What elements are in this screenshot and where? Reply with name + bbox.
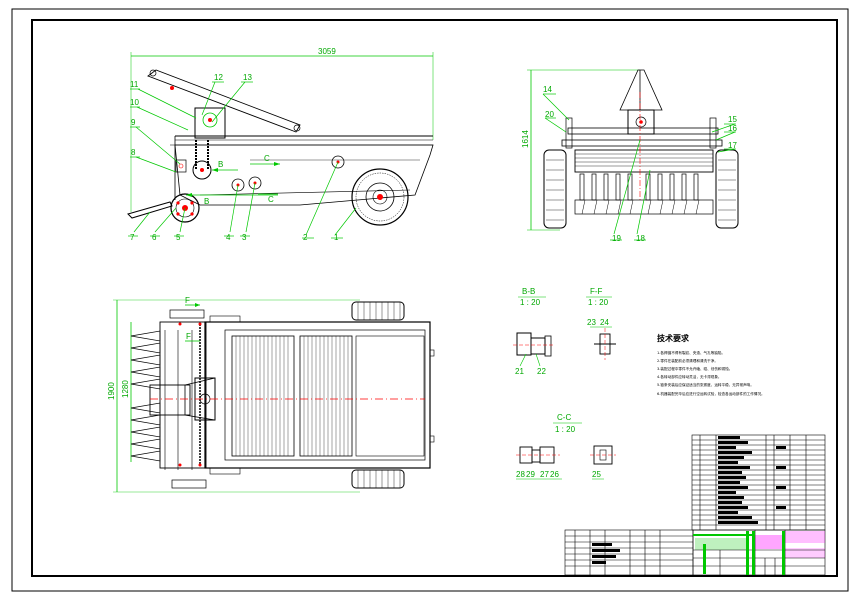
- note-line-6: 6.机器装配完毕后应进行空运转试验，检查各运动部件的工作情况。: [657, 391, 765, 396]
- section-arrow-f-bottom: F: [186, 332, 191, 341]
- part-4: 4: [226, 233, 231, 242]
- dim-width-outer: 1900: [107, 382, 116, 400]
- section-b-b: B-B 1 : 20 21 22: [513, 287, 553, 376]
- section-cc-title: C-C: [557, 413, 571, 422]
- inner-border: [31, 19, 838, 577]
- part-24: 24: [600, 318, 609, 327]
- notes-title: 技术要求: [657, 333, 690, 343]
- part-9: 9: [131, 118, 136, 127]
- part-14: 14: [543, 85, 552, 94]
- part-23: 23: [587, 318, 596, 327]
- section-f-f: F-F 1 : 20 23 24: [586, 287, 616, 360]
- part-20: 20: [545, 110, 554, 119]
- title-block: [692, 529, 826, 576]
- part-26: 26: [550, 470, 559, 479]
- part-15: 15: [728, 115, 737, 124]
- section-c-c: C-C 1 : 20 28 29 27 26 25: [516, 413, 616, 480]
- part-25: 25: [592, 470, 601, 479]
- front-view: 1614: [521, 69, 739, 243]
- section-arrow-b: B: [218, 160, 223, 169]
- top-view: 1900 1280: [107, 296, 435, 493]
- part-1: 1: [334, 233, 339, 242]
- part-3: 3: [242, 233, 247, 242]
- part-8: 8: [131, 148, 136, 157]
- part-13: 13: [243, 73, 252, 82]
- note-line-1: 1.各焊缝不得有裂纹、夹渣、气孔等缺陷。: [657, 350, 725, 355]
- part-27: 27: [540, 470, 549, 479]
- part-7: 7: [130, 233, 135, 242]
- dim-width-inner: 1280: [121, 380, 130, 398]
- part-21: 21: [515, 367, 524, 376]
- parts-list: [691, 434, 826, 531]
- technical-notes: 技术要求 1.各焊缝不得有裂纹、夹渣、气孔等缺陷。 2.零件在装配前必须清理和清…: [657, 333, 765, 396]
- note-line-3: 3.装配过程中零件不允许磕、碰、划伤和锈蚀。: [657, 366, 732, 371]
- part-12: 12: [214, 73, 223, 82]
- part-16: 16: [728, 124, 737, 133]
- section-ff-title: F-F: [590, 287, 603, 296]
- part-2: 2: [303, 233, 308, 242]
- section-arrow-b-bottom: B: [204, 197, 209, 206]
- dim-overall-length: 3059: [318, 47, 336, 56]
- section-bb-title: B-B: [522, 287, 535, 296]
- dim-height: 1614: [521, 130, 530, 148]
- section-arrow-f-top: F: [185, 296, 190, 305]
- section-bb-scale: 1 : 20: [520, 298, 541, 307]
- section-arrow-c-bottom: C: [268, 195, 274, 204]
- note-line-5: 5.链条安装后应保证适当的张紧度，运转平稳，无异常声响。: [657, 382, 754, 387]
- part-18: 18: [636, 234, 645, 243]
- part-19: 19: [612, 234, 621, 243]
- part-5: 5: [176, 233, 181, 242]
- part-28: 28: [516, 470, 525, 479]
- part-6: 6: [152, 233, 157, 242]
- note-line-4: 4.各转动部件应转动灵活，无卡滞现象。: [657, 374, 722, 379]
- section-cc-scale: 1 : 20: [555, 425, 576, 434]
- part-29: 29: [526, 470, 535, 479]
- part-17: 17: [728, 141, 737, 150]
- side-view: 3059: [127, 47, 434, 242]
- part-10: 10: [130, 98, 139, 107]
- note-line-2: 2.零件在装配前必须清理和清洗干净。: [657, 358, 718, 363]
- part-22: 22: [537, 367, 546, 376]
- part-11: 11: [130, 80, 139, 89]
- section-ff-scale: 1 : 20: [588, 298, 609, 307]
- section-arrow-c-top: C: [264, 154, 270, 163]
